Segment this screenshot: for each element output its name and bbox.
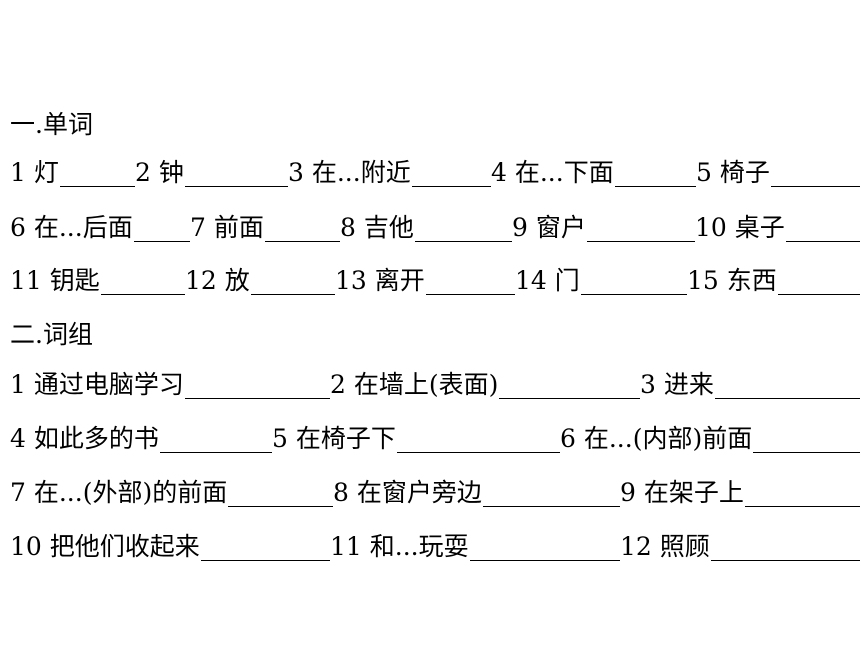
phrase-label: 4 如此多的书 — [10, 424, 159, 453]
answer-blank[interactable] — [580, 266, 687, 295]
answer-blank[interactable] — [777, 266, 860, 295]
word-label: 12 放 — [185, 266, 250, 295]
phrase-label: 6 在...(内部)前面 — [560, 424, 753, 453]
word-item: 2 钟 — [135, 158, 288, 192]
answer-blank[interactable] — [586, 213, 695, 242]
phrase-item: 10 把他们收起来 — [10, 532, 330, 566]
phrase-item: 4 如此多的书 — [10, 424, 272, 458]
answer-blank[interactable] — [159, 424, 272, 453]
word-item: 15 东西 — [687, 266, 860, 300]
word-item: 9 窗户 — [512, 213, 695, 247]
phrase-label: 2 在墙上(表面) — [330, 370, 499, 399]
phrase-item: 8 在窗户旁边 — [333, 478, 620, 512]
phrase-item: 6 在...(内部)前面 — [560, 424, 860, 458]
section-heading-words: 一.单词 — [10, 110, 93, 139]
phrase-label: 9 在架子上 — [620, 478, 744, 507]
answer-blank[interactable] — [425, 266, 515, 295]
word-item: 13 离开 — [335, 266, 515, 300]
word-label: 6 在...后面 — [10, 213, 133, 242]
answer-blank[interactable] — [184, 370, 330, 399]
answer-blank[interactable] — [414, 213, 512, 242]
phrase-label: 1 通过电脑学习 — [10, 370, 184, 399]
answer-blank[interactable] — [133, 213, 190, 242]
phrase-label: 3 进来 — [640, 370, 714, 399]
answer-blank[interactable] — [264, 213, 340, 242]
word-label: 10 桌子 — [695, 213, 785, 242]
words-row-2: 6 在...后面 7 前面 8 吉他 9 窗户 10 桌子 — [10, 213, 860, 247]
word-label: 14 门 — [515, 266, 580, 295]
section-heading-phrases: 二.词组 — [10, 320, 93, 349]
answer-blank[interactable] — [614, 158, 696, 187]
answer-blank[interactable] — [228, 478, 333, 507]
word-label: 5 椅子 — [696, 158, 770, 187]
answer-blank[interactable] — [770, 158, 860, 187]
words-row-1: 1 灯 2 钟 3 在...附近 4 在...下面 5 椅子 — [10, 158, 860, 192]
phrase-item: 7 在...(外部)的前面 — [10, 478, 333, 512]
phrase-item: 5 在椅子下 — [272, 424, 560, 458]
word-label: 3 在...附近 — [288, 158, 411, 187]
answer-blank[interactable] — [411, 158, 491, 187]
phrase-label: 12 照顾 — [620, 532, 710, 561]
word-label: 11 钥匙 — [10, 266, 100, 295]
word-item: 8 吉他 — [340, 213, 512, 247]
word-label: 13 离开 — [335, 266, 425, 295]
word-item: 11 钥匙 — [10, 266, 185, 300]
answer-blank[interactable] — [200, 532, 330, 561]
word-label: 7 前面 — [190, 213, 264, 242]
phrase-item: 2 在墙上(表面) — [330, 370, 640, 404]
answer-blank[interactable] — [710, 532, 860, 561]
word-item: 7 前面 — [190, 213, 340, 247]
phrase-label: 7 在...(外部)的前面 — [10, 478, 228, 507]
phrase-label: 8 在窗户旁边 — [333, 478, 482, 507]
phrase-label: 10 把他们收起来 — [10, 532, 200, 561]
phrase-item: 11 和...玩耍 — [330, 532, 620, 566]
word-label: 15 东西 — [687, 266, 777, 295]
word-label: 1 灯 — [10, 158, 59, 187]
phrase-label: 5 在椅子下 — [272, 424, 396, 453]
answer-blank[interactable] — [714, 370, 860, 399]
answer-blank[interactable] — [753, 424, 860, 453]
word-label: 8 吉他 — [340, 213, 414, 242]
phrases-row-3: 7 在...(外部)的前面 8 在窗户旁边 9 在架子上 — [10, 478, 860, 512]
answer-blank[interactable] — [482, 478, 620, 507]
words-row-3: 11 钥匙 12 放 13 离开 14 门 15 东西 — [10, 266, 860, 300]
word-label: 4 在...下面 — [491, 158, 614, 187]
answer-blank[interactable] — [744, 478, 860, 507]
word-item: 6 在...后面 — [10, 213, 190, 247]
phrases-row-4: 10 把他们收起来 11 和...玩耍 12 照顾 — [10, 532, 860, 566]
answer-blank[interactable] — [59, 158, 135, 187]
word-item: 5 椅子 — [696, 158, 860, 192]
phrases-row-2: 4 如此多的书 5 在椅子下 6 在...(内部)前面 — [10, 424, 860, 458]
word-item: 12 放 — [185, 266, 335, 300]
phrase-label: 11 和...玩耍 — [330, 532, 469, 561]
phrase-item: 3 进来 — [640, 370, 860, 404]
phrases-row-1: 1 通过电脑学习 2 在墙上(表面) 3 进来 — [10, 370, 860, 404]
word-label: 9 窗户 — [512, 213, 586, 242]
answer-blank[interactable] — [785, 213, 860, 242]
answer-blank[interactable] — [250, 266, 335, 295]
answer-blank[interactable] — [184, 158, 288, 187]
answer-blank[interactable] — [396, 424, 560, 453]
word-item: 4 在...下面 — [491, 158, 696, 192]
word-item: 10 桌子 — [695, 213, 860, 247]
word-item: 3 在...附近 — [288, 158, 491, 192]
phrase-item: 9 在架子上 — [620, 478, 860, 512]
phrase-item: 1 通过电脑学习 — [10, 370, 330, 404]
word-item: 1 灯 — [10, 158, 135, 192]
answer-blank[interactable] — [100, 266, 185, 295]
answer-blank[interactable] — [469, 532, 620, 561]
phrase-item: 12 照顾 — [620, 532, 860, 566]
answer-blank[interactable] — [499, 370, 640, 399]
word-item: 14 门 — [515, 266, 687, 300]
word-label: 2 钟 — [135, 158, 184, 187]
